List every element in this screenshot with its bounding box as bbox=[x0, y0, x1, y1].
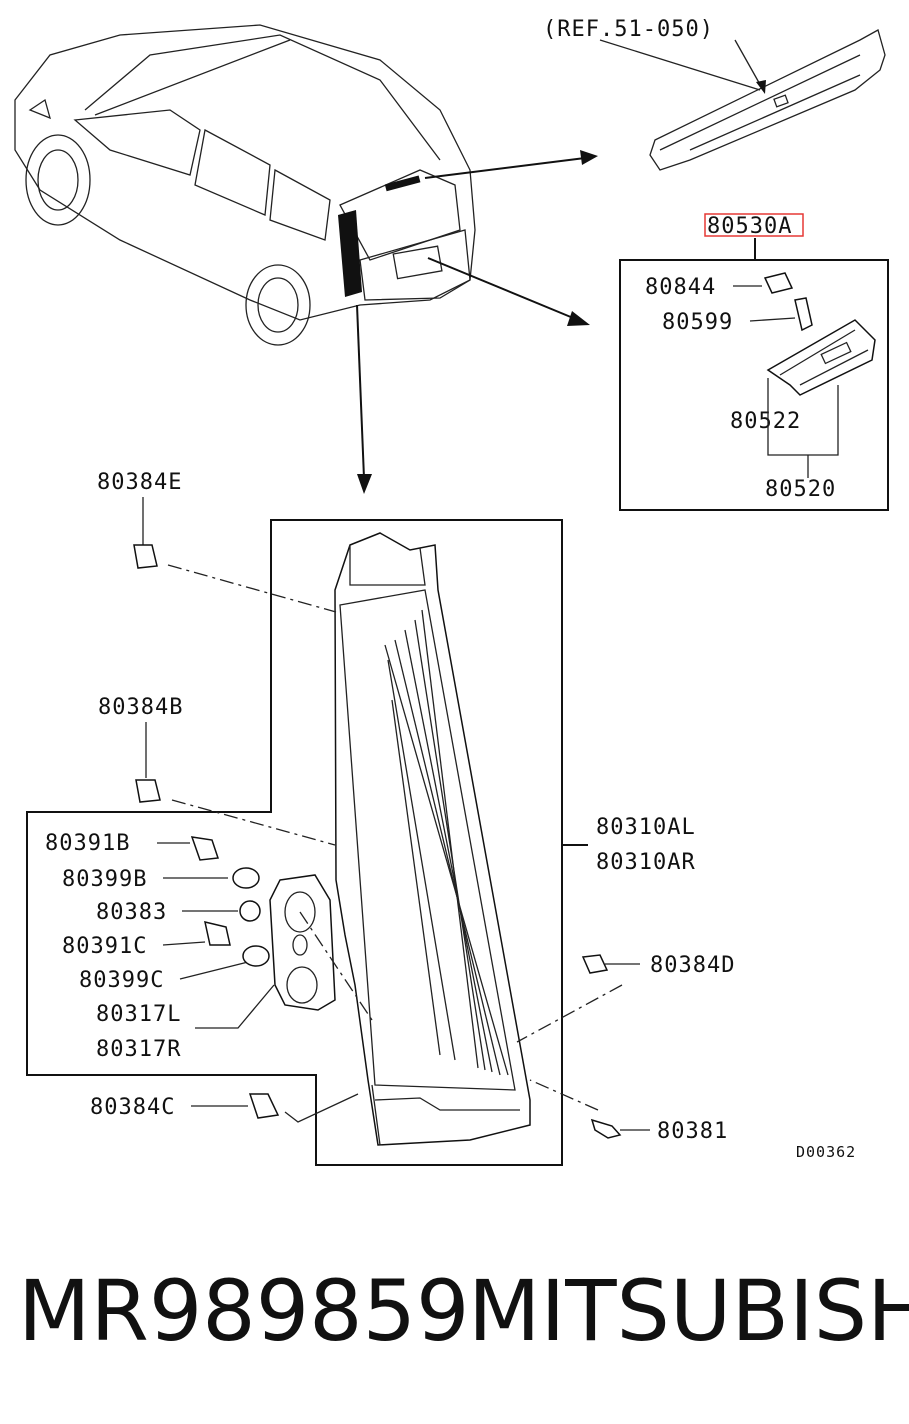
socket-icon bbox=[204, 920, 231, 946]
grommet-icon bbox=[239, 900, 261, 922]
tail-lamp-drawing bbox=[334, 532, 531, 1146]
clip-icon bbox=[135, 779, 161, 803]
car-illustration bbox=[14, 24, 476, 346]
part-80599[interactable]: 80599 bbox=[662, 310, 733, 335]
clip-icon bbox=[248, 1093, 280, 1119]
part-80317R[interactable]: 80317R bbox=[96, 1037, 181, 1062]
part-80399B[interactable]: 80399B bbox=[62, 867, 147, 892]
clip-icon bbox=[581, 954, 609, 974]
bulb-icon bbox=[242, 945, 270, 967]
part-80384B[interactable]: 80384B bbox=[98, 695, 183, 720]
part-80530A[interactable]: 80530A bbox=[707, 214, 792, 239]
lamp-assembly-frame bbox=[26, 519, 588, 1166]
ref-label: (REF.51-050) bbox=[543, 17, 714, 42]
footer-part-number: MR989859 bbox=[18, 1262, 470, 1360]
part-80317L[interactable]: 80317L bbox=[96, 1002, 181, 1027]
part-80383[interactable]: 80383 bbox=[96, 900, 167, 925]
inset-box bbox=[619, 238, 889, 511]
socket-icon bbox=[190, 836, 220, 861]
footer-brand: MITSUBISHI bbox=[468, 1262, 909, 1360]
pointer-arrows bbox=[356, 150, 598, 494]
bulb-icon bbox=[794, 297, 813, 332]
part-80384C[interactable]: 80384C bbox=[90, 1095, 175, 1120]
part-80381[interactable]: 80381 bbox=[657, 1119, 728, 1144]
stop-lamp-drawing bbox=[766, 319, 876, 396]
socket-icon bbox=[763, 272, 794, 294]
dashed-leaders bbox=[167, 564, 623, 1123]
part-80522[interactable]: 80522 bbox=[730, 409, 801, 434]
highlight-box bbox=[704, 213, 804, 237]
part-80391C[interactable]: 80391C bbox=[62, 934, 147, 959]
diagram-code: D00362 bbox=[796, 1143, 856, 1161]
gasket-drawing bbox=[269, 874, 336, 1011]
bulb-icon bbox=[232, 867, 260, 889]
part-80310AR[interactable]: 80310AR bbox=[596, 850, 696, 875]
part-80384D[interactable]: 80384D bbox=[650, 953, 735, 978]
screw-icon bbox=[590, 1118, 622, 1139]
rear-spoiler-drawing bbox=[599, 29, 886, 171]
part-80391B[interactable]: 80391B bbox=[45, 831, 130, 856]
part-80384E[interactable]: 80384E bbox=[97, 470, 182, 495]
part-80399C[interactable]: 80399C bbox=[79, 968, 164, 993]
part-80520[interactable]: 80520 bbox=[765, 477, 836, 502]
part-80844[interactable]: 80844 bbox=[645, 275, 716, 300]
part-80310AL[interactable]: 80310AL bbox=[596, 815, 696, 840]
clip-icon bbox=[133, 544, 158, 569]
